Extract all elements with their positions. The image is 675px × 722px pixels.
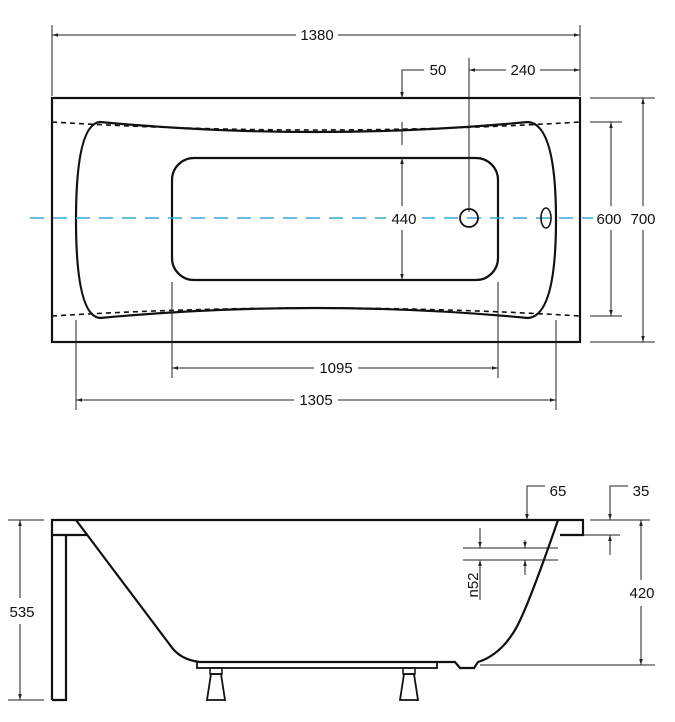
dim-overall-length: 1380	[300, 27, 333, 44]
dim-rim-overhang: 65	[550, 483, 567, 500]
dim-drain-offset: 50	[430, 62, 447, 79]
rim-dashed-top	[51, 121, 581, 131]
dim-bowl-depth: 420	[629, 585, 654, 602]
foot-right	[398, 667, 420, 701]
rim-outline	[50, 518, 585, 700]
dim-bowl-width: 600	[596, 211, 621, 228]
dim-overall-height: 535	[9, 604, 34, 621]
bowl-outline	[74, 120, 558, 320]
dim-inner-width: 440	[391, 211, 416, 228]
support-frame	[196, 661, 438, 669]
top-view: 1380 50 240 440 600 700 1095	[30, 25, 659, 410]
dim-rim-thickness: 35	[633, 483, 650, 500]
overflow-icon	[540, 207, 552, 229]
foot-left	[205, 667, 227, 701]
bowl-floor-outline	[170, 156, 500, 282]
bowl-profile	[75, 519, 560, 670]
dim-bowl-length: 1305	[299, 392, 332, 409]
dim-drain-from-end: 240	[510, 62, 535, 79]
skirt-panel	[52, 533, 88, 702]
dim-inner-length: 1095	[319, 360, 352, 377]
side-view: 535 65 35 n52 420	[8, 483, 655, 702]
dim-overall-width: 700	[630, 211, 655, 228]
dim-overflow-diameter: n52	[465, 572, 482, 597]
tub-outer-outline	[50, 96, 582, 344]
